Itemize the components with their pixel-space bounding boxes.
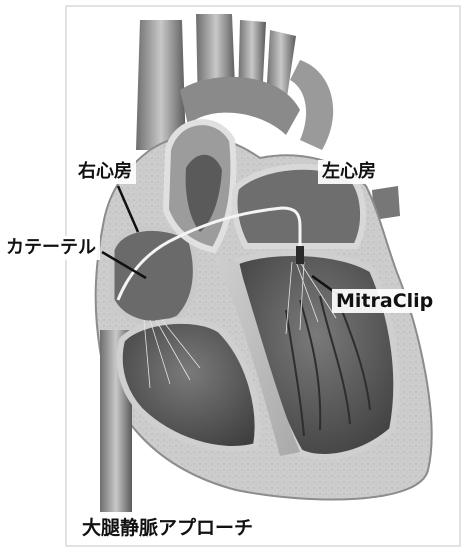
label-mitraclip: MitraClip <box>332 289 437 313</box>
mitraclip-device <box>296 246 304 264</box>
label-right-atrium: 右心房 <box>74 160 136 184</box>
label-femoral-approach: 大腿静脈アプローチ <box>78 516 257 540</box>
right-atrium-chamber <box>112 228 195 323</box>
label-left-atrium: 左心房 <box>318 160 380 184</box>
label-catheter: カテーテル <box>2 236 100 260</box>
